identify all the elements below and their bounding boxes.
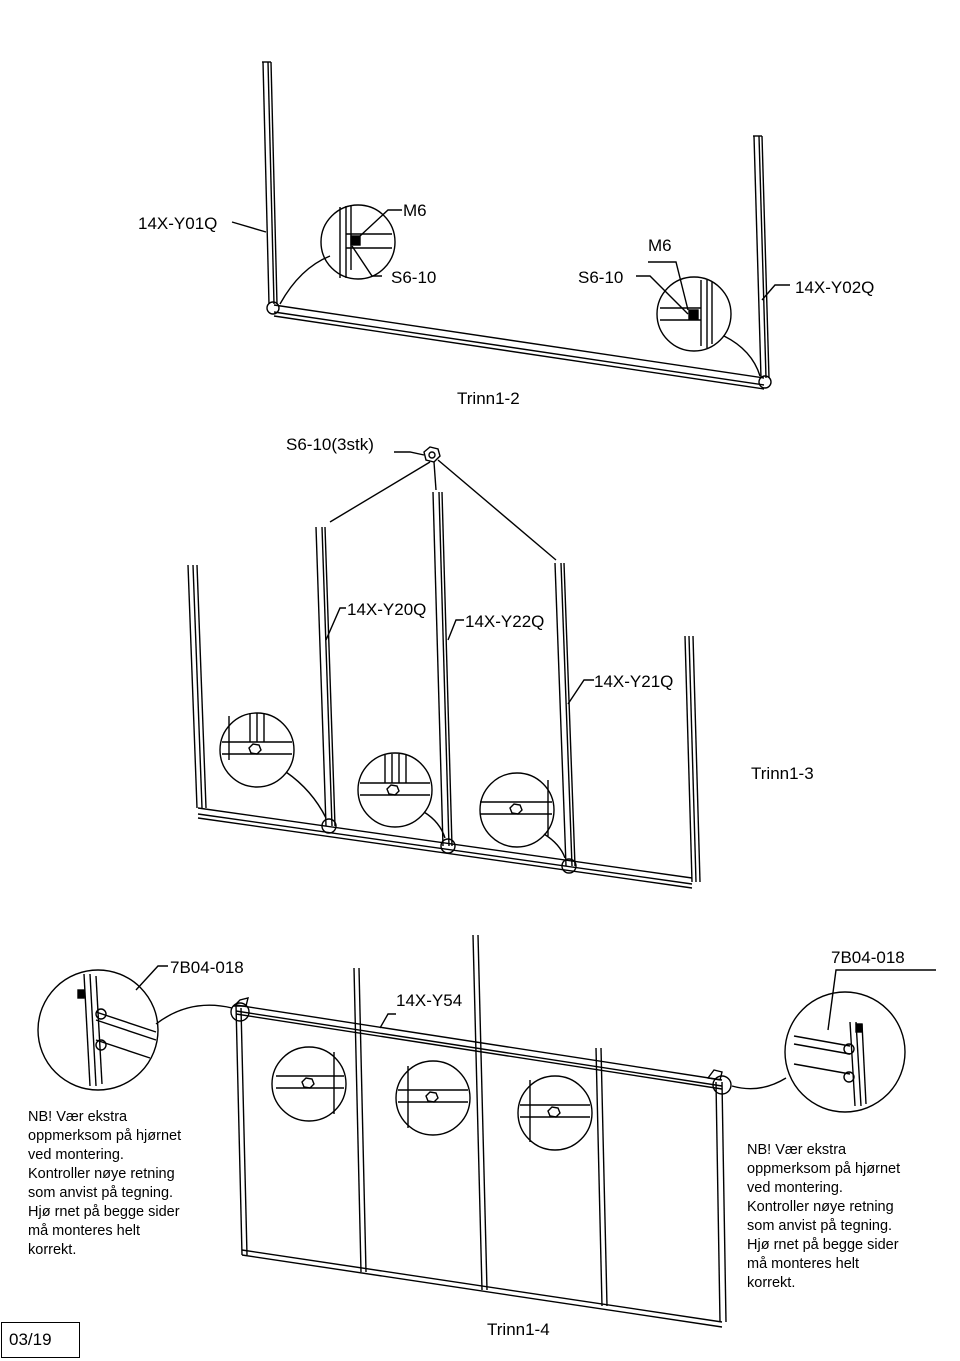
detail-circle-step-1-3-a	[219, 712, 295, 788]
note-left-line: NB! Vær ekstra	[28, 1109, 128, 1125]
profile-left-step-1-3	[187, 564, 207, 809]
detail-circle-step-1-4-c	[517, 1075, 593, 1151]
note-right-line: Kontroller nøye retning	[747, 1199, 894, 1215]
step-1-4-diagram	[37, 934, 936, 1328]
label-14x-y54: 14X-Y54	[396, 991, 463, 1010]
label-m6-left: M6	[403, 201, 427, 220]
label-step-1-4: Trinn1-4	[487, 1320, 550, 1339]
corner-marker-right	[758, 375, 772, 389]
bottom-rail-step-1-2	[273, 304, 765, 390]
label-14x-y22q: 14X-Y22Q	[465, 612, 545, 631]
label-14x-y01q: 14X-Y01Q	[138, 214, 218, 233]
note-left-line: Kontroller nøye retning	[28, 1166, 175, 1182]
label-14x-y21q: 14X-Y21Q	[594, 672, 674, 691]
label-m6-right: M6	[648, 236, 672, 255]
vertical-posts	[353, 934, 608, 1307]
profile-14x-y20q	[315, 526, 336, 827]
note-left-line: som anvist på tegning.	[28, 1185, 174, 1201]
detail-circle-step-1-4-a	[271, 1046, 347, 1122]
note-right: NB! Vær ekstra oppmerksom på hjørnet ved…	[747, 1141, 960, 1293]
label-s6-10-right: S6-10	[578, 268, 624, 287]
label-s6-10-3stk: S6-10(3stk)	[286, 435, 374, 454]
corner-marker-left	[266, 301, 280, 315]
profile-14x-y01q	[262, 61, 278, 305]
nut-s6-10	[423, 446, 441, 463]
note-right-line: som anvist på tegning.	[747, 1218, 893, 1234]
detail-circle-step-1-3-c	[479, 772, 555, 848]
step-1-2-diagram	[231, 61, 790, 390]
note-left: NB! Vær ekstra oppmerksom på hjørnet ved…	[28, 1108, 248, 1260]
note-right-line: må monteres helt	[747, 1256, 860, 1272]
label-step-1-2: Trinn1-2	[457, 389, 520, 408]
note-right-line: ved montering.	[747, 1180, 843, 1196]
page-number: 03/19	[1, 1322, 80, 1358]
note-right-line: Hjø rnet på begge sider	[747, 1237, 899, 1253]
note-left-line: må monteres helt	[28, 1223, 141, 1239]
label-7b04-018-right: 7B04-018	[831, 948, 905, 967]
detail-circle-step-1-4-b	[395, 1060, 471, 1136]
note-left-line: oppmerksom på hjørnet	[28, 1128, 182, 1144]
profile-14x-y21q	[554, 562, 576, 867]
note-right-line: NB! Vær ekstra	[747, 1142, 847, 1158]
profile-14x-y22q	[432, 491, 453, 847]
label-14x-y02q: 14X-Y02Q	[795, 278, 875, 297]
note-right-line: korrekt.	[747, 1275, 796, 1291]
profile-right-step-1-3	[684, 635, 701, 883]
label-step-1-3: Trinn1-3	[751, 764, 814, 783]
note-left-line: korrekt.	[28, 1242, 77, 1258]
detail-circle-step-1-3-b	[357, 752, 433, 828]
note-left-line: ved montering.	[28, 1147, 124, 1163]
label-14x-y20q: 14X-Y20Q	[347, 600, 427, 619]
detail-circle-top-left	[320, 204, 396, 280]
step-1-3-diagram	[187, 446, 701, 889]
note-left-line: Hjø rnet på begge sider	[28, 1204, 180, 1220]
note-right-line: oppmerksom på hjørnet	[747, 1161, 901, 1177]
corner-detail-left	[37, 969, 159, 1091]
label-7b04-018-left: 7B04-018	[170, 958, 244, 977]
bottom-rail-step-1-3	[197, 807, 693, 889]
top-rail-14x-y54	[235, 1004, 723, 1090]
profile-14x-y02q	[753, 135, 770, 379]
corner-detail-right	[784, 991, 906, 1113]
detail-circle-top-right	[656, 276, 732, 352]
label-s6-10-left: S6-10	[391, 268, 437, 287]
